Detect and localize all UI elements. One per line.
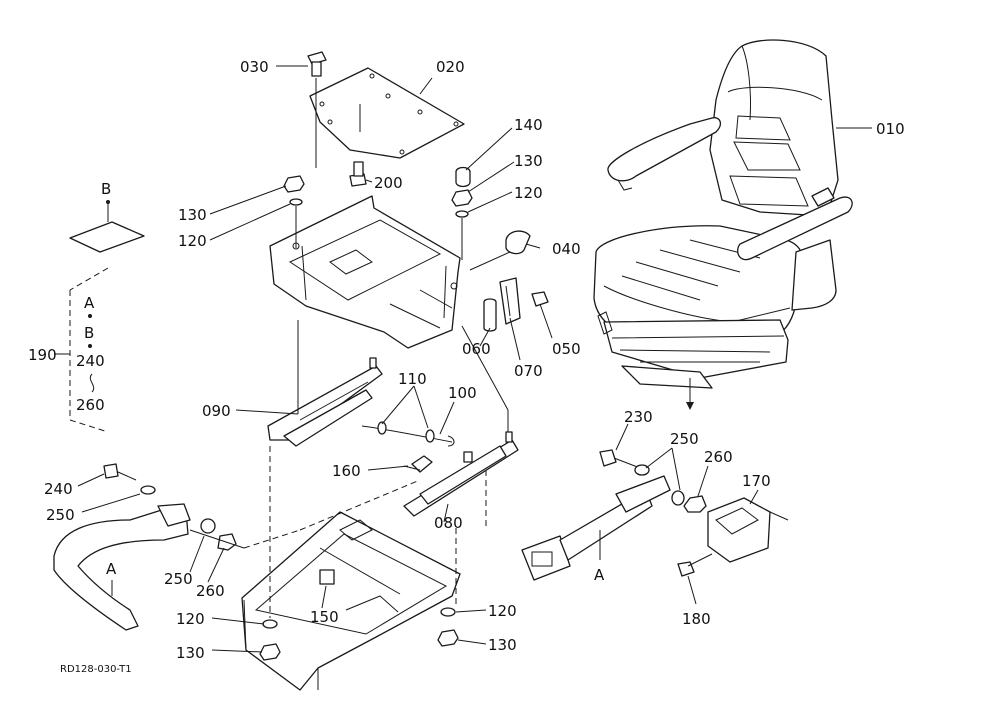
- cover-plate-assembly: [307, 51, 465, 187]
- label-120-upper-right: 120: [514, 184, 543, 202]
- label-120-upper-left: 120: [178, 232, 207, 250]
- label-070: 070: [514, 362, 543, 380]
- label-200: 200: [374, 174, 403, 192]
- fastener-stack-right: [451, 166, 473, 260]
- label-040: 040: [552, 240, 581, 258]
- part-labels: 030 020 200 130 120 140 130 120 040 010 …: [28, 58, 905, 675]
- ref-a-left-belt: A: [106, 560, 117, 578]
- label-260-lower: 260: [196, 582, 225, 600]
- label-130-upper-left: 130: [178, 206, 207, 224]
- label-240-form: 240: [76, 352, 105, 370]
- fastener-stack-bottom-right: [437, 470, 487, 647]
- label-180: 180: [682, 610, 711, 628]
- seat-belt-left: [53, 463, 301, 631]
- label-020: 020: [436, 58, 465, 76]
- ref-b-form: B: [84, 324, 94, 342]
- label-250-right: 250: [670, 430, 699, 448]
- label-050: 050: [552, 340, 581, 358]
- bolt-160: [403, 455, 433, 473]
- label-240: 240: [44, 480, 73, 498]
- label-010: 010: [876, 120, 905, 138]
- label-260-right: 260: [704, 448, 733, 466]
- ref-b-top: B: [101, 180, 111, 198]
- label-160: 160: [332, 462, 361, 480]
- label-110: 110: [398, 370, 427, 388]
- ref-a-form: A: [84, 294, 95, 312]
- label-060: 060: [462, 340, 491, 358]
- label-120-bottom-right: 120: [488, 602, 517, 620]
- reference-label-block: [54, 200, 145, 433]
- label-190: 190: [28, 346, 57, 364]
- label-130-upper-right: 130: [514, 152, 543, 170]
- label-250-lower: 250: [164, 570, 193, 588]
- slide-rail-right: [403, 325, 519, 517]
- fastener-stack-left: [283, 175, 305, 248]
- rod-assembly: [361, 421, 455, 447]
- label-120-bottom-left: 120: [176, 610, 205, 628]
- label-260-form: 260: [76, 396, 105, 414]
- drawing-code: RD128-030-T1: [60, 664, 132, 675]
- label-080: 080: [434, 514, 463, 532]
- small-parts-cluster: [469, 230, 549, 332]
- label-100: 100: [448, 384, 477, 402]
- label-090: 090: [202, 402, 231, 420]
- slide-base-frame: [269, 195, 461, 349]
- leader-lines: [77, 65, 872, 653]
- label-030: 030: [240, 58, 269, 76]
- ref-a-right-belt: A: [594, 566, 605, 584]
- label-130-bottom-right: 130: [488, 636, 517, 654]
- label-250-left: 250: [46, 506, 75, 524]
- fastener-stack-bottom-left: [259, 446, 281, 661]
- seat-belt-buckle: [521, 449, 789, 581]
- label-230: 230: [624, 408, 653, 426]
- label-130-bottom-left: 130: [176, 644, 205, 662]
- bottom-mount-plate: [241, 479, 461, 691]
- label-150: 150: [310, 608, 339, 626]
- slide-rail-left: [267, 320, 383, 447]
- label-170: 170: [742, 472, 771, 490]
- label-140: 140: [514, 116, 543, 134]
- seat-assembly: [593, 39, 853, 410]
